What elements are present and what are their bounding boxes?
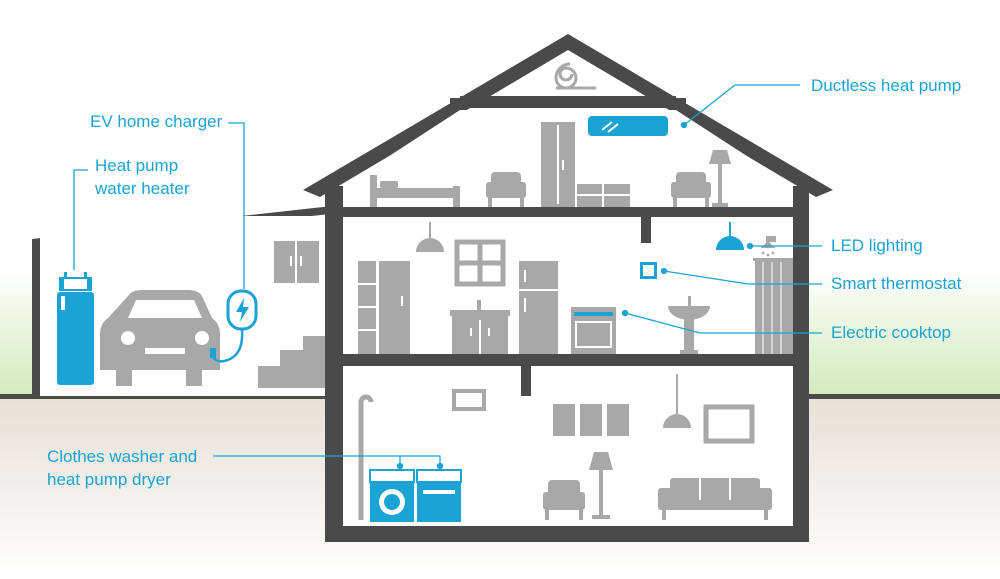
armchair-icon-basement [543, 480, 585, 520]
refrigerator-icon [519, 261, 558, 354]
leader-electric-cooktop [624, 312, 822, 334]
label-smart-thermostat: Smart thermostat [831, 274, 962, 293]
insulation-roll-icon [554, 62, 596, 90]
garage-left-wall [32, 242, 40, 396]
armchair-icon-upper-left [486, 172, 526, 207]
dresser-icon [577, 184, 630, 207]
label-ductless-heat-pump: Ductless heat pump [811, 76, 962, 95]
garage-roof-fill [40, 214, 330, 250]
window-icon-basement [452, 389, 486, 411]
water-pipe-icon [358, 394, 374, 520]
washer-icon [369, 469, 415, 522]
window-icon-main [454, 239, 506, 287]
electric-range-icon [571, 307, 616, 354]
label-washer-dryer-line2: heat pump dryer [47, 470, 171, 489]
label-heat-pump-water-heater-line1: Heat pump [95, 156, 179, 175]
garage-cabinet-icon [274, 241, 319, 283]
attic-floor [450, 98, 686, 108]
upper-floor-slab [325, 207, 809, 217]
main-floor-slab [325, 354, 809, 366]
leader-washer-dryer-branch [400, 455, 441, 466]
main-floor-room [343, 217, 793, 354]
armchair-icon-upper-right [671, 172, 711, 207]
cabinet-icon-main [358, 261, 410, 354]
label-washer-dryer-line1: Clothes washer and [47, 447, 198, 466]
partition-main [641, 217, 651, 243]
leader-ductless-heat-pump [683, 84, 800, 126]
wardrobe-icon [541, 122, 575, 207]
sofa-icon [658, 478, 772, 520]
leader-smart-thermostat [663, 270, 822, 285]
floor-lamp-icon-upper [709, 150, 731, 207]
label-ev-home-charger: EV home charger [90, 112, 223, 131]
pendant-lamp-icon-basement [663, 374, 691, 428]
car-icon [100, 290, 220, 386]
label-electric-cooktop: Electric cooktop [831, 323, 951, 342]
floor-lamp-icon-basement [589, 452, 613, 519]
partition-basement [521, 366, 531, 396]
pendant-lamp-icon-main [416, 222, 444, 252]
water-heater-icon [57, 272, 94, 385]
bathroom-vanity-icon [450, 300, 510, 354]
bed-icon [370, 175, 460, 207]
leader-ev-charger [228, 122, 245, 289]
picture-frames-icon [553, 404, 629, 436]
led-pendant-lamp-icon [716, 222, 744, 250]
callout-leaders [73, 84, 822, 470]
pedestal-sink-icon [668, 296, 710, 354]
stairs-icon [258, 336, 325, 388]
dryer-icon [416, 469, 462, 522]
shower-curtain-icon [753, 258, 793, 354]
ductless-heat-pump-icon [588, 116, 668, 136]
ev-charger-icon [210, 289, 258, 363]
thermostat-icon [640, 262, 657, 279]
leader-water-heater [73, 169, 88, 270]
label-heat-pump-water-heater-line2: water heater [95, 179, 190, 198]
label-led-lighting: LED lighting [831, 236, 923, 255]
picture-frame-icon-basement [703, 404, 755, 444]
